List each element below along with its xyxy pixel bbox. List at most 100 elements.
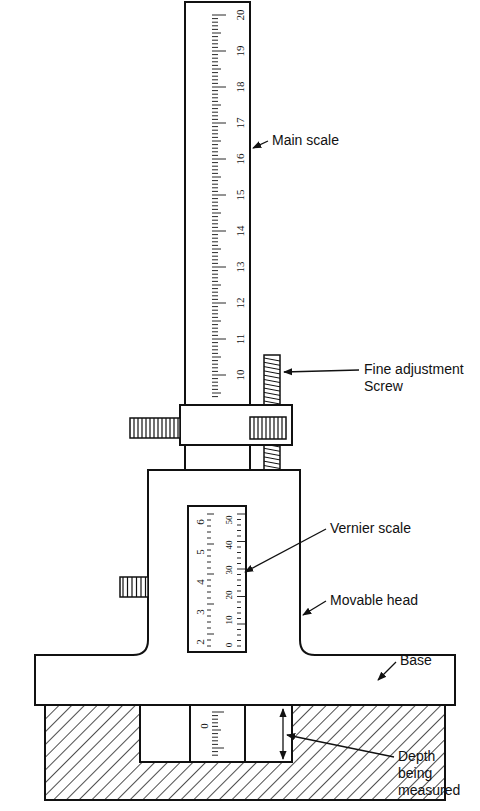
tick-mark <box>237 574 241 575</box>
knurling <box>123 577 146 597</box>
tick-mark <box>212 719 218 720</box>
tick-mark <box>212 375 226 376</box>
scale-number: 16 <box>235 154 246 165</box>
tick-mark <box>212 130 218 131</box>
scale-number: 10 <box>235 370 246 381</box>
tick-mark <box>212 87 226 88</box>
tick-mark <box>212 328 218 329</box>
tick-mark <box>212 112 218 113</box>
tick-mark <box>212 349 218 350</box>
knurl-line <box>145 577 146 597</box>
scale-number: 3 <box>195 609 206 615</box>
knurl-line <box>277 417 278 439</box>
tick-mark <box>237 569 245 570</box>
thread-line <box>264 375 280 378</box>
leader-line <box>253 141 268 148</box>
tick-mark <box>237 596 245 597</box>
tick-mark <box>212 227 218 228</box>
thread-line <box>264 384 280 387</box>
scale-number: 19 <box>235 46 246 57</box>
scale-number: 14 <box>235 226 246 237</box>
tick-mark <box>212 712 224 713</box>
knurl-line <box>136 577 137 597</box>
knurl-line <box>149 418 150 438</box>
tick-mark <box>237 629 241 630</box>
thread-line <box>264 453 280 456</box>
tick-mark <box>212 51 226 52</box>
tick-mark <box>212 162 218 163</box>
tick-mark <box>207 640 211 641</box>
tick-mark <box>237 558 241 559</box>
tick-mark <box>212 259 218 260</box>
tick-mark <box>212 141 221 142</box>
tick-mark <box>237 519 241 520</box>
part-label: Depth being measured <box>398 748 472 798</box>
tick-mark <box>207 562 211 563</box>
tick-mark <box>237 613 241 614</box>
vernier-number: 40 <box>225 541 234 550</box>
knurl-line <box>177 418 178 438</box>
tick-mark <box>207 520 211 521</box>
knurl-line <box>145 418 146 438</box>
tick-mark <box>212 223 218 224</box>
tick-mark <box>212 169 218 170</box>
vernier-number: 50 <box>225 516 234 525</box>
beam-end-ticks <box>212 712 224 755</box>
leader-line <box>378 662 396 680</box>
tick-mark <box>212 755 218 756</box>
scale-number: 2 <box>195 639 206 645</box>
tick-mark <box>212 256 218 257</box>
scale-number: 13 <box>235 262 246 273</box>
leader-line <box>284 370 359 372</box>
tick-mark <box>212 119 218 120</box>
tick-mark <box>212 90 218 91</box>
thread-line <box>264 448 280 451</box>
tick-mark <box>212 61 218 62</box>
tick-mark <box>212 740 218 741</box>
tick-mark <box>212 357 221 358</box>
tick-mark <box>212 324 218 325</box>
scale-number: 4 <box>195 579 206 585</box>
thread-line <box>264 380 280 383</box>
tick-mark <box>212 313 218 314</box>
tick-mark <box>212 360 218 361</box>
tick-mark <box>207 628 211 629</box>
tick-mark <box>212 177 221 178</box>
scale-number: 17 <box>235 118 246 129</box>
vernier-number: 0 <box>225 643 234 648</box>
knurl-line <box>131 577 132 597</box>
tick-mark <box>237 536 241 537</box>
tick-mark <box>212 72 218 73</box>
tick-mark <box>237 541 245 542</box>
knurl-line <box>127 577 128 597</box>
tick-mark <box>237 646 241 647</box>
tick-mark <box>212 335 218 336</box>
knurl-line <box>173 418 174 438</box>
tick-mark <box>212 187 218 188</box>
tick-mark <box>212 47 218 48</box>
tick-mark <box>212 389 218 390</box>
clamp-block <box>180 405 292 445</box>
tick-mark <box>212 29 218 30</box>
vernier-number: 30 <box>225 566 234 575</box>
tick-mark <box>212 285 221 286</box>
part-label: Movable head <box>330 592 418 609</box>
tick-mark <box>237 563 241 564</box>
tick-mark <box>212 310 218 311</box>
tick-mark <box>212 241 218 242</box>
thread-line <box>264 457 280 460</box>
scale-number: 18 <box>235 82 246 93</box>
leader-line <box>303 601 326 615</box>
knurl-line <box>165 418 166 438</box>
tick-mark <box>212 353 218 354</box>
tick-mark <box>212 123 226 124</box>
knurl-line <box>157 418 158 438</box>
tick-mark <box>212 173 218 174</box>
tick-mark <box>212 726 218 727</box>
tick-mark <box>212 94 218 95</box>
tick-mark <box>212 234 218 235</box>
knurl-line <box>122 577 123 597</box>
scale-number: 15 <box>235 190 246 201</box>
tick-mark <box>212 115 218 116</box>
